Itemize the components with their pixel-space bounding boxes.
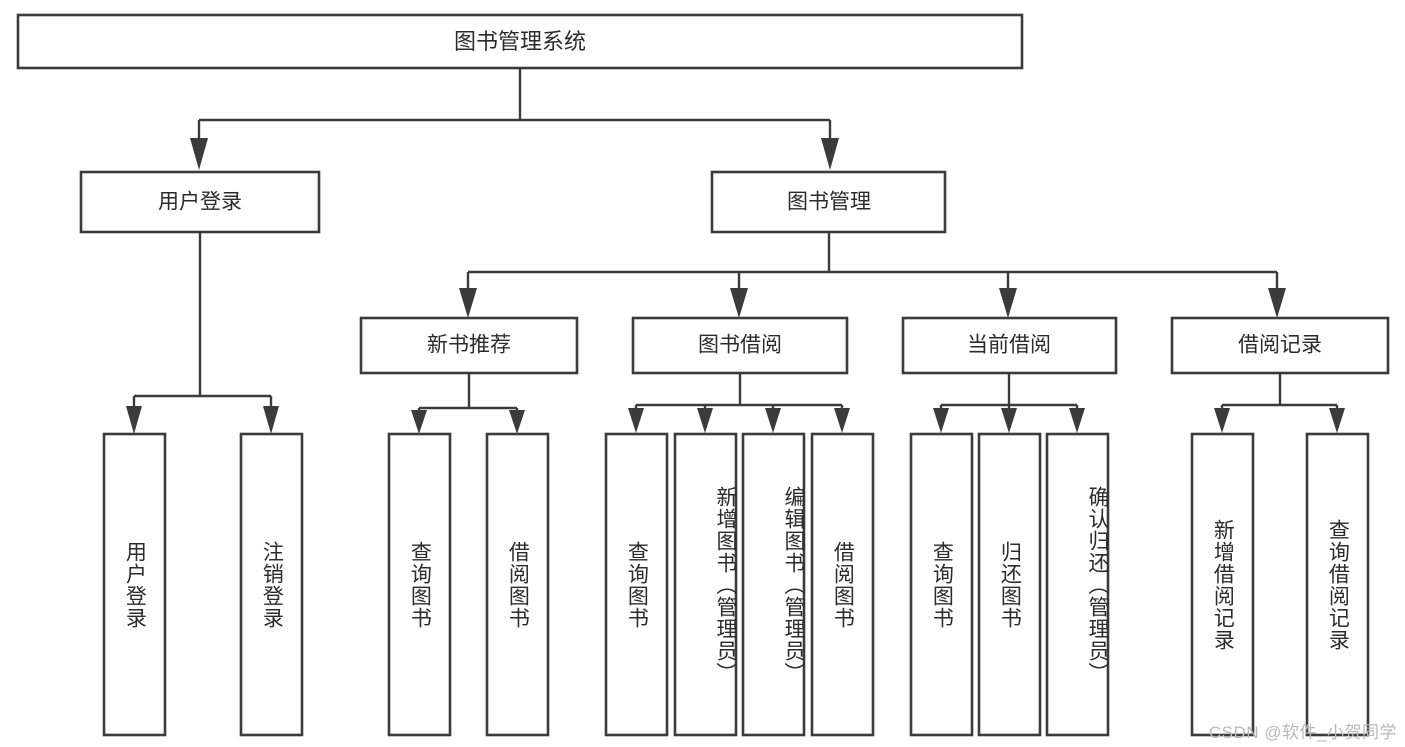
arrow-current-leaf-3 [1069,408,1085,433]
leaf-box-add-book-admin[interactable] [673,432,738,737]
arrow-borrow-leaf-2 [697,408,713,433]
arrow-root-to-login [190,138,208,170]
arrow-records-leaf-2 [1329,408,1345,433]
arrow-root-to-bookmgmt [821,138,839,170]
arrow-current-leaf-1 [933,408,949,433]
node-book-management-box[interactable] [710,170,947,234]
node-user-login-label: 用户登录 [158,191,242,214]
node-root[interactable]: 图书管理系统 [16,13,1024,70]
leaf-box-add-borrow-record[interactable] [1190,432,1255,737]
arrow-bookmgmt-to-newbooks [459,288,477,318]
leaf-box-edit-book-admin[interactable] [741,432,806,737]
node-new-book-recommend-label: 新书推荐 [427,334,511,357]
node-borrow-records-label: 借阅记录 [1238,334,1322,357]
arrow-records-leaf-1 [1214,408,1230,433]
node-book-borrow-box[interactable] [631,316,849,375]
leaf-box-query-book-3[interactable] [909,432,974,737]
node-borrow-records[interactable]: 借阅记录 [1170,316,1390,375]
node-book-management-label: 图书管理 [787,191,871,214]
arrow-newbooks-leaf-2 [509,410,525,434]
arrow-borrow-leaf-1 [628,408,644,433]
node-current-borrow[interactable]: 当前借阅 [901,316,1118,375]
arrow-login-leaf-2 [263,406,279,434]
node-book-borrow[interactable]: 图书借阅 [631,316,849,375]
node-user-login[interactable]: 用户登录 [79,170,321,234]
arrow-current-leaf-2 [1001,408,1017,433]
leaf-box-borrow-book-1[interactable] [485,432,550,737]
leaf-box-borrow-book-2[interactable] [810,432,875,737]
arrow-bookmgmt-to-records [1268,288,1286,318]
csdn-watermark: CSDN @软件_小贺同学 [1208,723,1397,742]
arrow-bookmgmt-to-borrow [730,288,748,318]
arrow-borrow-leaf-4 [834,408,850,433]
leaf-box-query-borrow-record[interactable] [1305,432,1370,737]
leaf-box-user-login[interactable] [102,432,167,737]
node-root-box[interactable] [16,13,1024,70]
leaf-box-query-book-1[interactable] [387,432,452,737]
node-borrow-records-box[interactable] [1170,316,1390,375]
leaf-box-return-book[interactable] [977,432,1042,737]
node-new-book-recommend[interactable]: 新书推荐 [359,316,579,375]
node-book-management[interactable]: 图书管理 [710,170,947,234]
leaf-box-logout[interactable] [239,432,304,737]
node-current-borrow-box[interactable] [901,316,1118,375]
arrow-login-leaf-1 [126,406,142,434]
node-root-label: 图书管理系统 [454,29,586,54]
arrow-bookmgmt-to-current [999,288,1017,318]
leaf-box-query-book-2[interactable] [604,432,669,737]
leaf-box-confirm-return-admin[interactable] [1045,432,1110,737]
node-current-borrow-label: 当前借阅 [967,334,1051,357]
arrow-borrow-leaf-3 [765,408,781,433]
node-new-book-recommend-box[interactable] [359,316,579,375]
arrow-newbooks-leaf-1 [411,410,427,434]
node-book-borrow-label: 图书借阅 [698,334,782,357]
